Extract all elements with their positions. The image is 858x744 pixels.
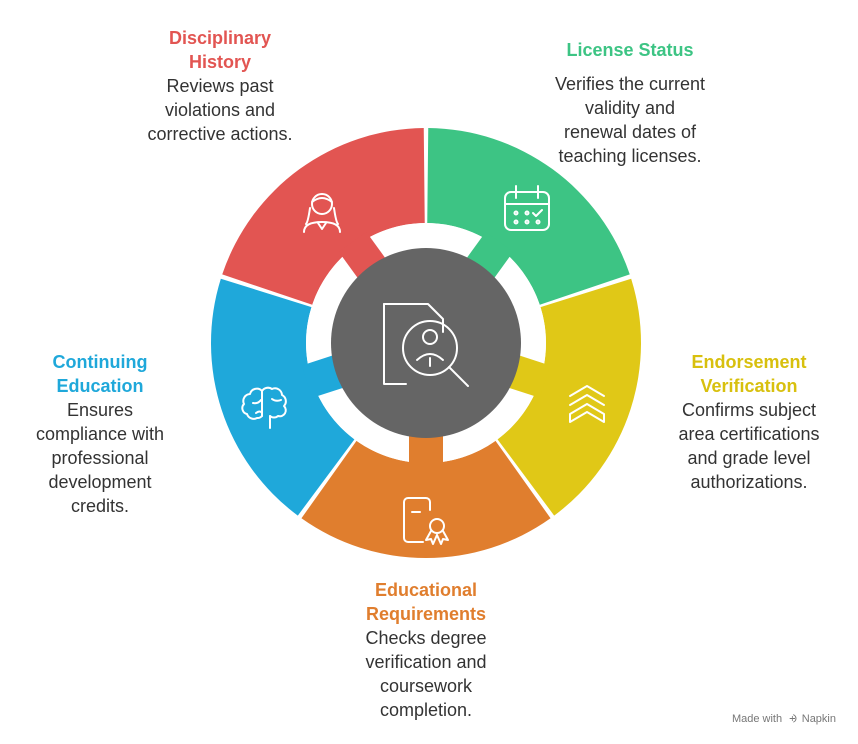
title-continuing-line2: Education [56, 376, 144, 396]
calendar-check-icon [504, 185, 550, 231]
desc-continuing-2: compliance with [35, 424, 165, 444]
desc-endorsement-4: authorizations. [690, 472, 808, 492]
desc-disciplinary-3: corrective actions. [147, 124, 293, 144]
label-disciplinary: Disciplinary History Reviews past violat… [110, 26, 330, 146]
title-continuing: Continuing [52, 352, 148, 372]
title-endorsement: Endorsement [691, 352, 807, 372]
desc-continuing-5: credits. [70, 496, 130, 516]
desc-endorsement-3: and grade level [687, 448, 811, 468]
profile-search-icon [383, 303, 469, 387]
desc-license-4: teaching licenses. [558, 146, 702, 166]
chevron-stack-icon [569, 385, 605, 423]
title-disciplinary-line2: History [188, 52, 251, 72]
desc-disciplinary-1: Reviews past [166, 76, 274, 96]
label-license: License Status Verifies the current vali… [520, 38, 740, 168]
title-endorsement-line2: Verification [700, 376, 798, 396]
desc-continuing-3: professional [51, 448, 149, 468]
person-icon [303, 193, 341, 233]
desc-continuing-4: development [48, 472, 152, 492]
desc-license-2: validity and [584, 98, 676, 118]
label-endorsement: Endorsement Verification Confirms subjec… [656, 350, 842, 494]
segment-license [427, 128, 630, 305]
desc-education-4: completion. [379, 700, 473, 720]
certificate-icon [403, 497, 449, 545]
segment-endorsement [497, 278, 641, 516]
connector-continuing [301, 355, 344, 398]
desc-endorsement-2: area certifications [678, 424, 820, 444]
desc-disciplinary-2: violations and [164, 100, 276, 120]
title-disciplinary: Disciplinary [168, 28, 272, 48]
title-license: License Status [566, 40, 694, 60]
footer-brand: Napkin [801, 713, 836, 725]
title-education-line2: Requirements [365, 604, 487, 624]
segment-continuing [210, 278, 355, 516]
title-education: Educational [374, 580, 477, 600]
napkin-logo-icon: ⨮ [789, 713, 797, 725]
footer-made-with: Made with [731, 713, 783, 725]
desc-continuing-1: Ensures [66, 400, 134, 420]
desc-education-3: coursework [379, 676, 473, 696]
desc-license-3: renewal dates of [563, 122, 697, 142]
desc-education-2: verification and [365, 652, 487, 672]
connector-endorsement [508, 355, 551, 398]
label-education: Educational Requirements Checks degree v… [316, 578, 536, 722]
desc-education-1: Checks degree [365, 628, 487, 648]
segment-disciplinary [222, 128, 425, 305]
desc-endorsement-1: Confirms subject [681, 400, 817, 420]
label-continuing: Continuing Education Ensures compliance … [10, 350, 190, 518]
connector-education [409, 435, 443, 468]
segment-education [301, 440, 551, 558]
desc-license-1: Verifies the current [554, 74, 706, 94]
brain-icon [241, 386, 287, 429]
footer-credit: Made with ⨮ Napkin [732, 713, 836, 726]
